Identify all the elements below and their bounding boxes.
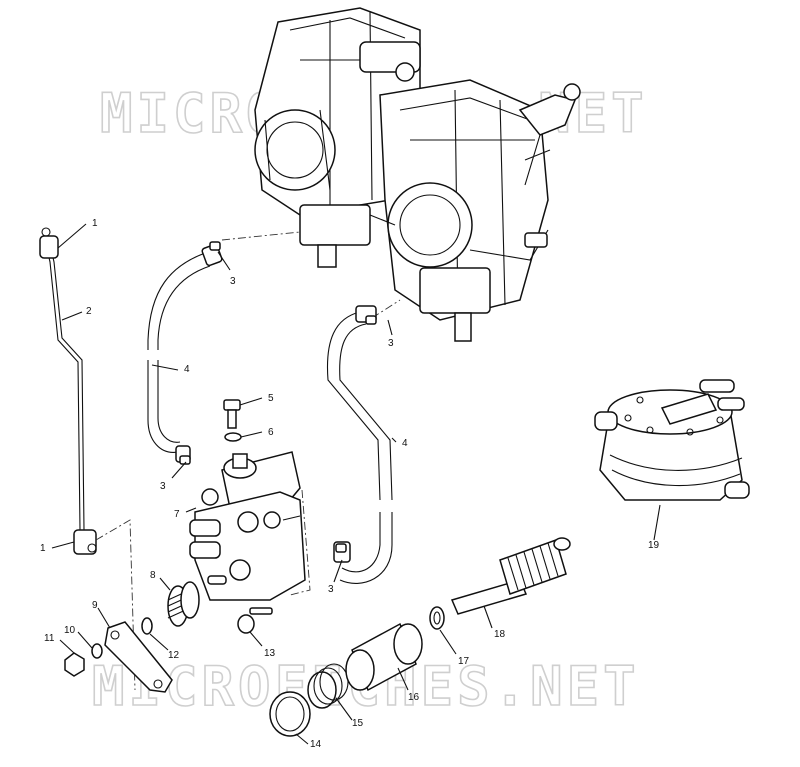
carburetor-assembly [254, 7, 581, 342]
sleeve-16 [345, 622, 423, 692]
callout-8: 8 [150, 570, 156, 581]
shaft-18 [450, 537, 571, 615]
spring-8 [167, 581, 200, 627]
callout-12: 12 [168, 650, 180, 661]
callout-1-top: 1 [92, 218, 98, 229]
screw-5 [223, 399, 241, 429]
hose-right [326, 305, 393, 584]
callout-18: 18 [494, 629, 506, 640]
callout-14: 14 [310, 739, 322, 750]
fuel-pump-19 [594, 379, 750, 501]
o-ring-14 [269, 691, 311, 737]
fuel-line-left [39, 227, 97, 555]
callout-3-b: 3 [160, 481, 166, 492]
clamp-3a [209, 241, 221, 251]
clamp-3d [335, 543, 347, 553]
callout-6: 6 [268, 427, 274, 438]
lever-9 [104, 621, 173, 693]
callout-3-d: 3 [388, 338, 394, 349]
nut-11 [64, 652, 85, 677]
washer-10 [91, 643, 103, 659]
hose-left [147, 243, 223, 463]
callout-10: 10 [64, 625, 76, 636]
callout-13: 13 [264, 648, 276, 659]
leader-lines [51, 223, 661, 745]
clamp-3b [365, 315, 377, 325]
callout-9: 9 [92, 600, 98, 611]
callout-16: 16 [408, 692, 420, 703]
washer-12 [141, 617, 153, 635]
callout-7: 7 [174, 509, 180, 520]
callout-5: 5 [268, 393, 274, 404]
callout-4-left: 4 [184, 364, 190, 375]
washer-17 [429, 606, 445, 630]
clamp-3c [179, 455, 191, 465]
callout-15: 15 [352, 718, 364, 729]
screw-13 [237, 607, 273, 634]
fuel-pump-body [189, 451, 306, 601]
callout-3-a: 3 [230, 276, 236, 287]
callout-1-bottom: 1 [40, 543, 46, 554]
callout-labels: 1 2 3 4 5 6 3 7 4 1 3 8 9 11 10 12 13 14… [40, 218, 660, 750]
spring-15 [307, 663, 349, 709]
callout-4-right: 4 [402, 438, 408, 449]
callout-19: 19 [648, 540, 660, 551]
callout-17: 17 [458, 656, 470, 667]
callout-2: 2 [86, 306, 92, 317]
washer-6 [224, 432, 242, 442]
callout-3-c: 3 [328, 584, 334, 595]
callout-11: 11 [44, 633, 55, 644]
